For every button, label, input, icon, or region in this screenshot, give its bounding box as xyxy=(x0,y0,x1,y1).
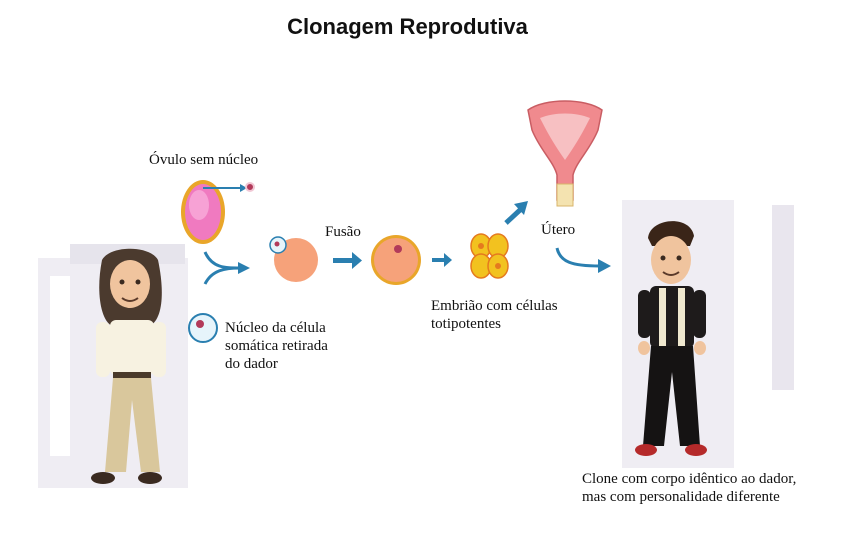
clone-label-line-1: Clone com corpo idêntico ao dador, xyxy=(582,471,797,487)
nucleus-label-line-3: do dador xyxy=(225,356,278,372)
nucleus-label: Núcleo da célula somática retirada do da… xyxy=(225,319,328,373)
birth-arrow xyxy=(555,247,611,273)
ovum-with-nucleus-icon xyxy=(269,236,318,282)
clone-label-line-2: mas com personalidade diferente xyxy=(582,489,780,505)
nucleus-label-line-1: Núcleo da célula xyxy=(225,320,326,336)
clone-label: Clone com corpo idêntico ao dador, mas c… xyxy=(582,470,796,506)
merge-arrow xyxy=(203,251,250,285)
clone-panel-side xyxy=(772,205,794,390)
embryo-arrow xyxy=(432,253,452,267)
fusion-label: Fusão xyxy=(325,224,361,240)
fusion-arrow xyxy=(333,252,362,269)
donor-panel-gap xyxy=(50,276,70,456)
embryo-icon xyxy=(470,233,509,279)
embryo-label-line-1: Embrião com células xyxy=(431,298,558,314)
enucleation-arrow xyxy=(203,182,255,192)
donor-character xyxy=(91,248,166,484)
uterus-icon xyxy=(527,100,603,207)
ovum-icon xyxy=(181,180,225,244)
fused-cell-icon xyxy=(371,235,421,285)
diagram-title: Clonagem Reprodutiva xyxy=(287,14,528,39)
ovum-label: Óvulo sem núcleo xyxy=(149,152,259,168)
uterus-label: Útero xyxy=(541,222,576,238)
embryo-label: Embrião com células totipotentes xyxy=(431,297,558,333)
nucleus-label-line-2: somática retirada xyxy=(225,338,328,354)
embryo-label-line-2: totipotentes xyxy=(431,316,501,332)
nucleus-icon xyxy=(188,313,218,343)
clone-character xyxy=(635,221,707,456)
implant-arrow xyxy=(504,201,528,225)
